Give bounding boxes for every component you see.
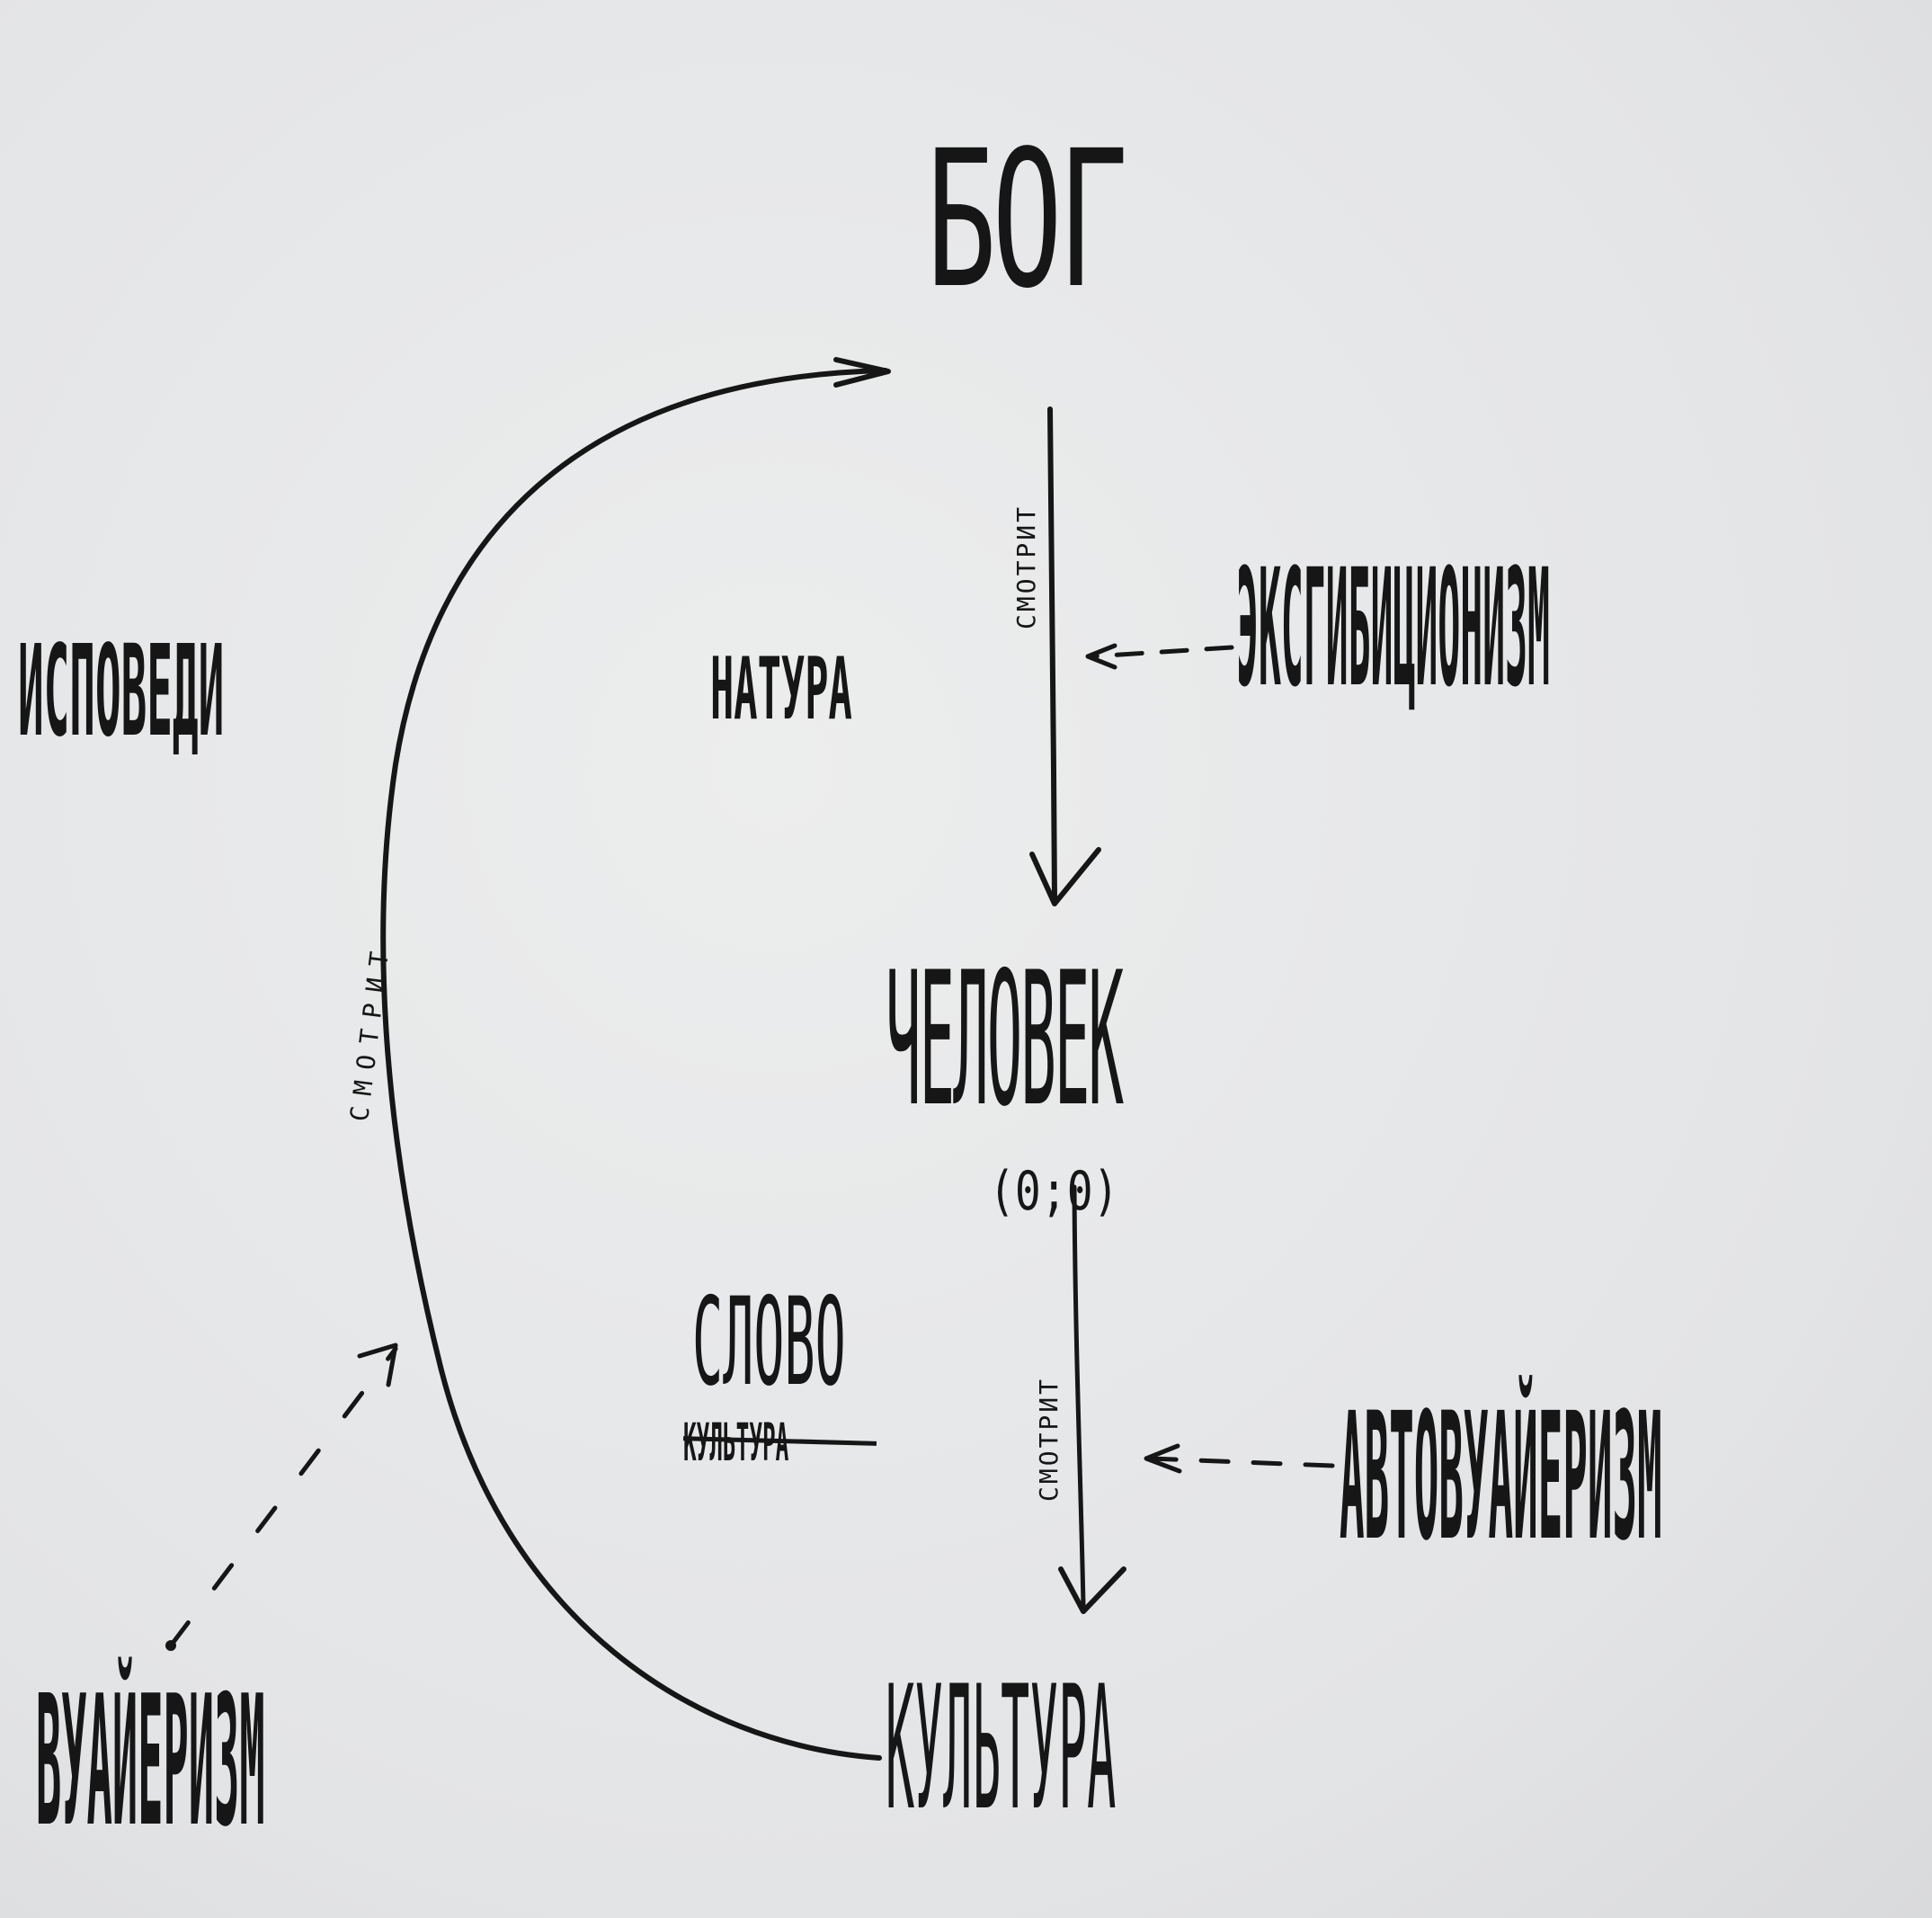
- dashed-arrow-voyeurism: [168, 1346, 398, 1648]
- node-exhibitionism: Эксгибиционизм: [1236, 535, 1550, 723]
- dashed-arrow-autovoyeurism: [1148, 1456, 1335, 1468]
- dashed-arrow-exhibitionism: [1090, 645, 1234, 659]
- node-human: Человек: [886, 933, 1124, 1147]
- node-human-coords: (0;0): [989, 1160, 1119, 1223]
- dashed-arrowhead-autovoyeurism: [1144, 1443, 1182, 1474]
- arrowhead-human-to-culture: [1058, 1566, 1126, 1614]
- dashed-arrowhead-voyeurism: [357, 1343, 398, 1387]
- arrow-culture-to-god: [380, 368, 888, 1761]
- node-voyeurism: Вуайеризм: [36, 1657, 265, 1867]
- arrowhead-god-to-human: [1029, 847, 1101, 906]
- arrow-god-to-human: [1047, 406, 1057, 902]
- node-word: Слово: [692, 1271, 846, 1413]
- arrowhead-culture-to-god: [833, 357, 891, 388]
- edge-label-human-to-culture: смотрит: [1034, 1376, 1064, 1502]
- node-nature: Натура: [710, 640, 852, 739]
- node-god: Бог: [926, 110, 1128, 330]
- node-confessions: Исповеди: [18, 619, 225, 765]
- arrow-human-to-culture: [1072, 1184, 1086, 1608]
- node-culture: Культура: [886, 1649, 1117, 1848]
- dashed-arrowhead-exhibitionism: [1085, 643, 1117, 670]
- voyeurism-dot: [165, 1640, 176, 1651]
- edge-label-god-to-human: смотрит: [1011, 504, 1041, 629]
- node-autovoyeurism: Автовуайеризм: [1340, 1375, 1662, 1579]
